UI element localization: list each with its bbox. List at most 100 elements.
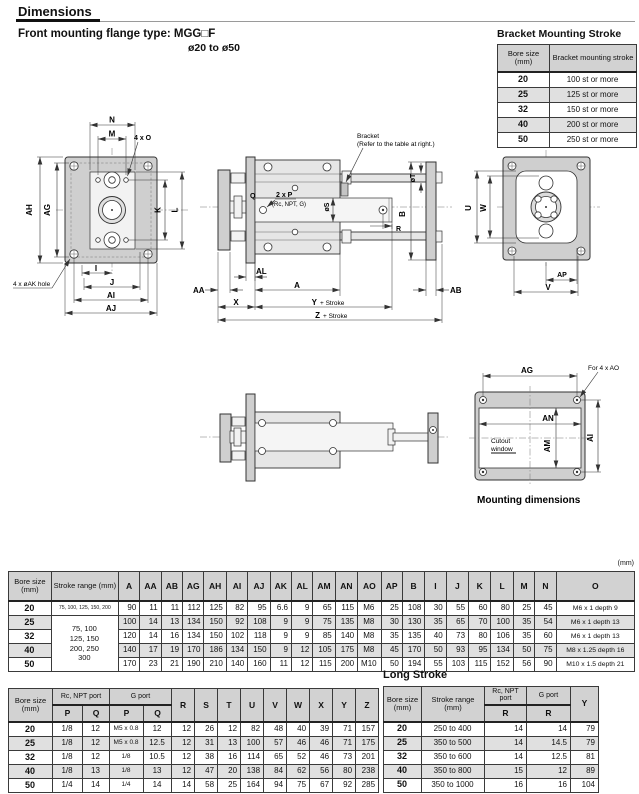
table-cell: 138 xyxy=(240,764,265,779)
table-cell: 135 xyxy=(334,615,359,630)
dim-label-v: V xyxy=(545,283,551,292)
table-cell: 95 xyxy=(247,600,271,616)
table-cell: 23 xyxy=(139,657,162,672)
dim-label-z-suffix: + Stroke xyxy=(323,313,348,320)
table-cell: 134 xyxy=(490,643,514,658)
bracket-callout-note: (Refer to the table at right.) xyxy=(357,141,435,148)
dim-label-z: Z xyxy=(315,311,320,320)
table-cell: 12 xyxy=(171,721,196,737)
table-cell: 75 xyxy=(312,615,336,630)
table-cell: 19 xyxy=(160,643,184,658)
table-cell: 12 xyxy=(290,657,314,672)
column-header: G port xyxy=(526,685,571,706)
table-cell: 15 xyxy=(484,763,527,779)
column-header: AP xyxy=(380,571,403,602)
table-cell: 73 xyxy=(332,750,357,765)
column-header: AO xyxy=(357,571,382,602)
table-cell: 20 xyxy=(8,600,52,616)
dim-label-ah: AH xyxy=(25,204,34,216)
table-cell: 70 xyxy=(468,615,492,630)
table-cell: 25 xyxy=(512,600,536,616)
table-cell: M6 x 1 depth 13 xyxy=(555,629,636,644)
table-cell: 16 xyxy=(217,750,242,765)
table-cell: 20 xyxy=(217,764,242,779)
table-cell: 16 xyxy=(484,777,527,793)
table-cell: 46 xyxy=(309,736,334,751)
dim-label-ab: AB xyxy=(450,286,462,295)
table-cell: M6 x 1 depth 13 xyxy=(555,615,636,630)
table-cell: 9 xyxy=(269,629,292,644)
unit-note: (mm) xyxy=(617,560,634,567)
table-cell: 84 xyxy=(263,764,288,779)
column-header: N xyxy=(534,571,557,602)
table-cell: 1/8 xyxy=(52,721,83,737)
table-cell: 35 xyxy=(380,629,403,644)
table-cell: 75, 100 125, 150 200, 250 300 xyxy=(50,615,119,672)
table-cell: 48 xyxy=(263,721,288,737)
dim-label-2xp: 2 x P xyxy=(276,192,293,199)
table-cell: 108 xyxy=(247,615,271,630)
column-header: AK xyxy=(269,571,292,602)
table-cell: 35 xyxy=(512,629,536,644)
table-cell: 71 xyxy=(332,721,357,737)
column-header: X xyxy=(309,688,334,723)
table-cell: 100 st or more xyxy=(549,71,637,88)
port-dimension-table: Bore size (mm) Rc, NPT port G port R S T… xyxy=(8,688,380,793)
table-cell: 85 xyxy=(312,629,336,644)
table-cell: 46 xyxy=(309,750,334,765)
column-header: Rc, NPT port xyxy=(484,685,527,706)
table-cell: 65 xyxy=(263,750,288,765)
column-header: Bore size (mm) xyxy=(8,571,52,602)
table-cell: 40 xyxy=(286,721,311,737)
column-header: Z xyxy=(355,688,380,723)
table-cell: 50 xyxy=(8,657,52,672)
dim-label-b: B xyxy=(398,211,407,217)
table-cell: M8 xyxy=(357,615,382,630)
table-cell: 130 xyxy=(401,615,426,630)
table-cell: M8 xyxy=(357,629,382,644)
dim-label-u: U xyxy=(464,205,473,211)
column-header: V xyxy=(263,688,288,723)
table-cell: 32 xyxy=(8,629,52,644)
table-cell: 14 xyxy=(143,778,173,793)
long-stroke-title: Long Stroke xyxy=(383,669,448,681)
table-cell: 45 xyxy=(534,600,557,616)
table-cell: 12 xyxy=(143,721,173,737)
column-header: L xyxy=(490,571,514,602)
table-cell: 175 xyxy=(355,736,380,751)
table-cell: 32 xyxy=(383,749,422,765)
table-cell: 30 xyxy=(380,615,403,630)
table-cell: 160 xyxy=(247,657,271,672)
table-cell: M10 x 1.5 depth 21 xyxy=(555,657,636,672)
table-cell: 55 xyxy=(445,600,470,616)
table-cell: 12 xyxy=(171,736,196,751)
flange-type-subtitle: Front mounting flange type: MGG□F xyxy=(18,28,216,40)
table-cell: 75 xyxy=(534,643,557,658)
table-cell: 114 xyxy=(240,750,265,765)
table-cell: 170 xyxy=(401,643,426,658)
table-cell: 13 xyxy=(143,764,173,779)
table-cell: M6 x 1 depth 9 xyxy=(555,600,636,616)
table-cell: 25 xyxy=(8,615,52,630)
table-cell: 75 xyxy=(286,778,311,793)
column-header: Stroke range (mm) xyxy=(421,685,485,723)
table-cell: 25 xyxy=(217,778,242,793)
column-header: Stroke range (mm) xyxy=(50,571,119,602)
table-cell: 20 xyxy=(497,71,550,88)
table-cell: 25 xyxy=(383,735,422,751)
table-cell: 50 xyxy=(424,643,447,658)
dim-label-ot: øT xyxy=(410,173,417,182)
table-cell: 93 xyxy=(445,643,470,658)
table-cell: 95 xyxy=(468,643,492,658)
dim-label-am: AM xyxy=(543,439,552,452)
dim-label-mount-ai: AI xyxy=(586,434,595,442)
table-cell: 12 xyxy=(81,721,111,737)
table-cell: 32 xyxy=(8,750,53,765)
table-cell: 60 xyxy=(468,600,492,616)
table-cell: 1/8 xyxy=(52,750,83,765)
